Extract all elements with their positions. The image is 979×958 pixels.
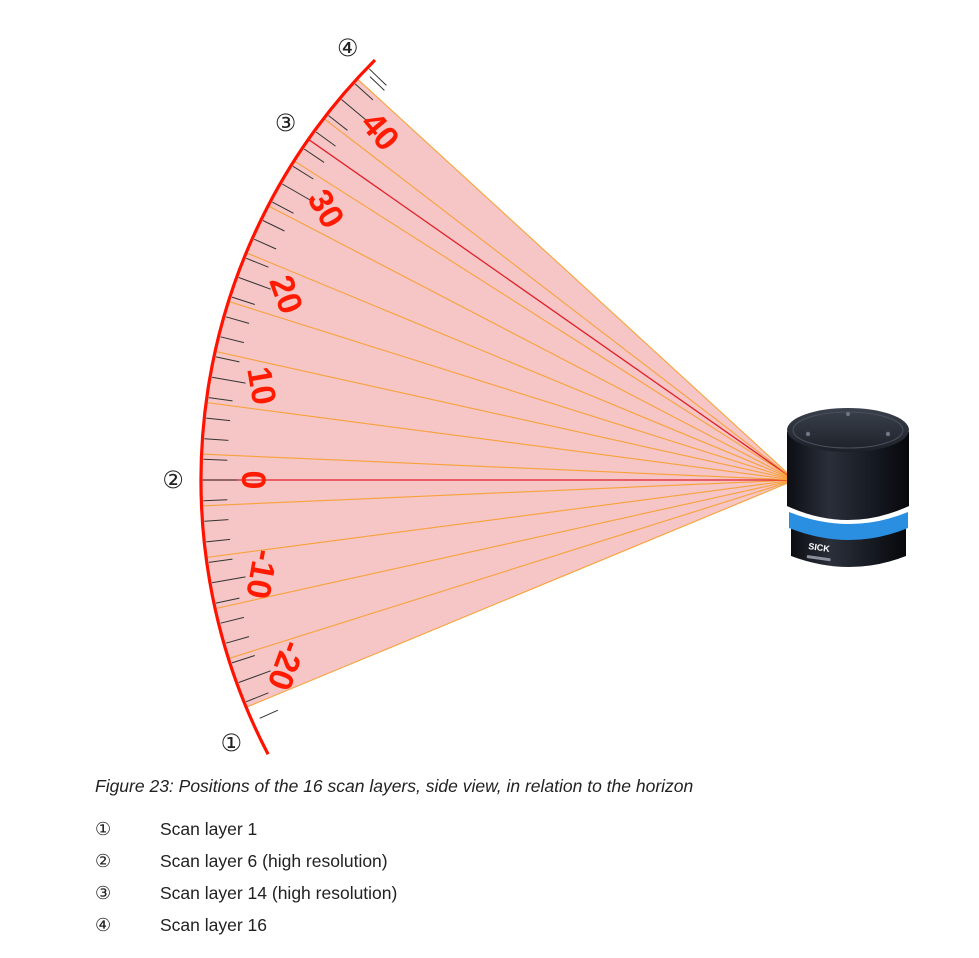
scan-layer-line-5 bbox=[201, 479, 796, 507]
legend-text: Scan layer 14 (high resolution) bbox=[160, 882, 398, 903]
callout-markers: ① ② ③ ④ bbox=[162, 34, 358, 757]
scan-layer-line-3 bbox=[214, 479, 796, 610]
scale-arc bbox=[199, 58, 377, 756]
legend-item: ④ Scan layer 16 bbox=[95, 909, 397, 941]
scale-tick bbox=[225, 316, 250, 324]
callout-marker-3: ③ bbox=[275, 109, 297, 137]
legend-text: Scan layer 16 bbox=[160, 914, 268, 935]
scale-tick bbox=[282, 183, 313, 202]
callout-marker-2: ② bbox=[162, 466, 184, 494]
scale-tick bbox=[215, 597, 240, 604]
sensor-model-label bbox=[806, 555, 831, 562]
scale-tick bbox=[272, 201, 294, 214]
scale-tick bbox=[204, 438, 229, 441]
legend-marker: ③ bbox=[95, 882, 112, 904]
scale-tick bbox=[259, 709, 279, 719]
scan-layer-line-1 bbox=[245, 479, 796, 708]
scan-layer-line-11 bbox=[245, 252, 796, 481]
scale-tick bbox=[211, 576, 246, 584]
scale-tick bbox=[245, 692, 269, 703]
angle-label: 0 bbox=[234, 471, 272, 490]
scale-tick bbox=[231, 296, 255, 305]
scan-layer-line-9 bbox=[214, 350, 796, 481]
figure-caption: Figure 23: Positions of the 16 scan laye… bbox=[95, 776, 694, 796]
scan-layer-line-12 bbox=[267, 205, 796, 481]
legend-item: ① Scan layer 1 bbox=[95, 813, 397, 845]
scan-fan-area bbox=[201, 78, 796, 708]
angle-scale-ticks bbox=[203, 68, 387, 719]
scale-tick bbox=[206, 538, 231, 543]
scan-layer-line-13 bbox=[293, 160, 796, 481]
scan-layer-line-7 bbox=[201, 453, 796, 481]
legend-marker: ④ bbox=[95, 914, 112, 936]
angle-label: -10 bbox=[238, 547, 284, 602]
legend-item: ③ Scan layer 14 (high resolution) bbox=[95, 877, 397, 909]
callout-marker-4: ④ bbox=[337, 34, 359, 62]
legend-text: Scan layer 1 bbox=[160, 818, 258, 839]
scale-tick bbox=[303, 148, 325, 163]
scan-layer-line-2 bbox=[228, 479, 796, 660]
scale-tick bbox=[341, 99, 368, 122]
legend-text: Scan layer 6 (high resolution) bbox=[160, 850, 388, 871]
scale-tick bbox=[253, 238, 277, 250]
scale-tick bbox=[238, 277, 271, 290]
scale-tick bbox=[368, 68, 387, 86]
scan-layer-lines bbox=[201, 78, 796, 708]
legend-item: ② Scan layer 6 (high resolution) bbox=[95, 845, 397, 877]
lidar-sensor: SICK bbox=[787, 408, 909, 567]
scale-tick bbox=[220, 616, 245, 624]
scale-tick bbox=[315, 131, 336, 147]
legend-marker: ① bbox=[95, 818, 112, 840]
scan-layer-line-10 bbox=[228, 300, 796, 481]
scale-tick bbox=[292, 165, 314, 180]
scale-tick bbox=[354, 83, 374, 101]
scale-tick bbox=[215, 356, 240, 363]
angle-scale-arc bbox=[199, 58, 377, 756]
scale-tick bbox=[225, 636, 250, 644]
legend-marker: ② bbox=[95, 850, 112, 872]
sensor-brand-label: SICK bbox=[808, 541, 831, 554]
scale-tick bbox=[220, 336, 245, 344]
scale-tick bbox=[206, 417, 231, 422]
scale-tick bbox=[203, 499, 228, 502]
scan-layer-line-15 bbox=[323, 117, 796, 481]
scan-layer-line-8 bbox=[206, 401, 796, 481]
scale-tick bbox=[262, 220, 285, 232]
legend-list: ① Scan layer 1 ② Scan layer 6 (high reso… bbox=[95, 813, 397, 941]
scale-tick bbox=[208, 558, 233, 563]
scan-layer-line-16 bbox=[356, 78, 796, 481]
scan-layer-line-4 bbox=[206, 479, 796, 559]
scale-tick bbox=[369, 76, 385, 91]
scale-tick bbox=[238, 670, 271, 683]
angle-label: 10 bbox=[239, 364, 283, 408]
callout-marker-1: ① bbox=[221, 729, 243, 757]
scale-tick bbox=[245, 257, 269, 268]
scale-tick bbox=[208, 397, 233, 402]
scale-tick bbox=[203, 458, 228, 461]
scale-tick bbox=[204, 519, 229, 522]
scan-fan bbox=[201, 78, 796, 708]
scale-tick bbox=[231, 655, 255, 664]
scale-tick bbox=[328, 115, 348, 131]
scan-layer-line-14 bbox=[308, 138, 796, 481]
scale-tick bbox=[211, 376, 246, 384]
